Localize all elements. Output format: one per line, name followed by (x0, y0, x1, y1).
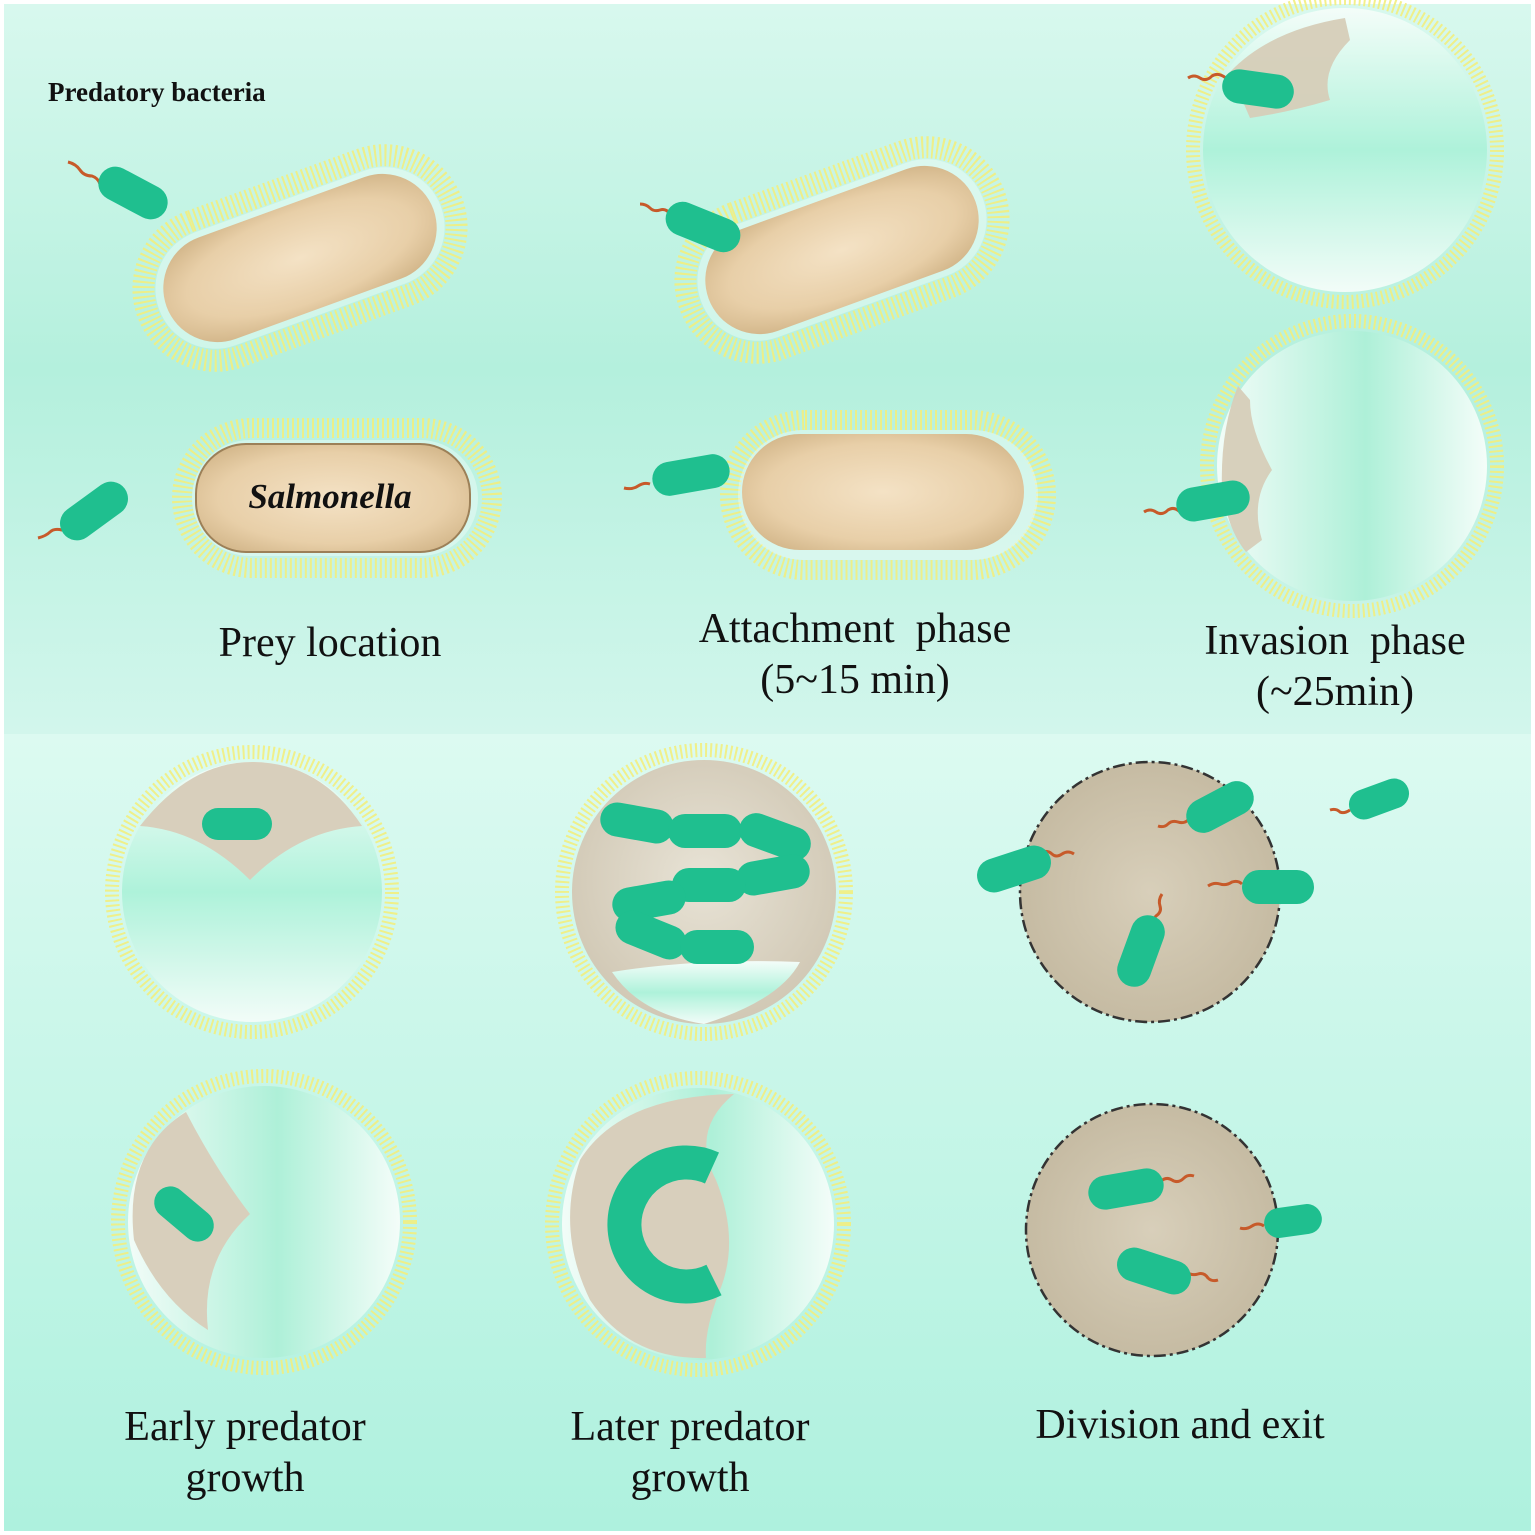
bdelloplast-top (105, 745, 399, 1039)
salmonella-label: Salmonella (248, 477, 412, 516)
lysed-prey-top (977, 760, 1410, 1024)
caption-line: (5~15 min) (760, 657, 950, 704)
bdelloplast-filament (555, 743, 853, 1041)
progeny-predator (1157, 781, 1254, 833)
progeny-predator (977, 845, 1075, 893)
caption-line: growth (630, 1455, 750, 1502)
predator-bacterium (37, 481, 128, 541)
division-exit-stage (977, 760, 1410, 1358)
caption-prey-location: Prey location (160, 618, 500, 669)
later-growth-stage (545, 743, 853, 1377)
caption-division-and-exit: Division and exit (980, 1400, 1380, 1451)
caption-line: (~25min) (1255, 669, 1415, 716)
progeny-predator (1088, 1168, 1195, 1210)
caption-line: Invasion phase (1204, 618, 1466, 664)
caption-line: Division and exit (1035, 1402, 1325, 1448)
caption-line: Attachment phase (698, 606, 1012, 652)
growing-filament (600, 802, 811, 964)
caption-invasion-phase: Invasion phase (~25min) (1160, 616, 1510, 718)
predator-attached (623, 454, 730, 496)
prey-cell-salmonella (172, 418, 502, 578)
predator-bacterium (67, 160, 168, 220)
caption-line: Prey location (218, 620, 442, 666)
predator-attached (639, 201, 741, 253)
prey-cell-horizontal (720, 410, 1056, 580)
progeny-predator (1117, 1247, 1219, 1295)
progeny-predator (1329, 778, 1410, 820)
attachment-stage (623, 136, 1056, 580)
bdelloplast-bottom (111, 1069, 417, 1375)
caption-later-predator-growth: Later predator growth (520, 1402, 860, 1504)
progeny-predator (1207, 870, 1314, 904)
caption-line: growth (185, 1455, 305, 1502)
progeny-predator (1239, 1204, 1322, 1238)
prey-cell-tilted (674, 136, 1010, 364)
caption-line: Early predator (124, 1404, 366, 1450)
caption-early-predator-growth: Early predator growth (80, 1402, 410, 1504)
predatory-bacteria-label: Predatory bacteria (48, 77, 266, 107)
progeny-predator (1117, 893, 1165, 987)
caption-line: Later predator (570, 1404, 810, 1450)
invasion-stage (1143, 0, 1504, 618)
caption-attachment-phase: Attachment phase (5~15 min) (640, 604, 1070, 706)
bdelloplast-top (1186, 0, 1504, 309)
early-growth-stage (105, 745, 417, 1375)
bdelloplast-arc (545, 1071, 851, 1377)
bdelloplast-bottom (1143, 314, 1504, 618)
lysed-prey-bottom (1024, 1102, 1322, 1358)
